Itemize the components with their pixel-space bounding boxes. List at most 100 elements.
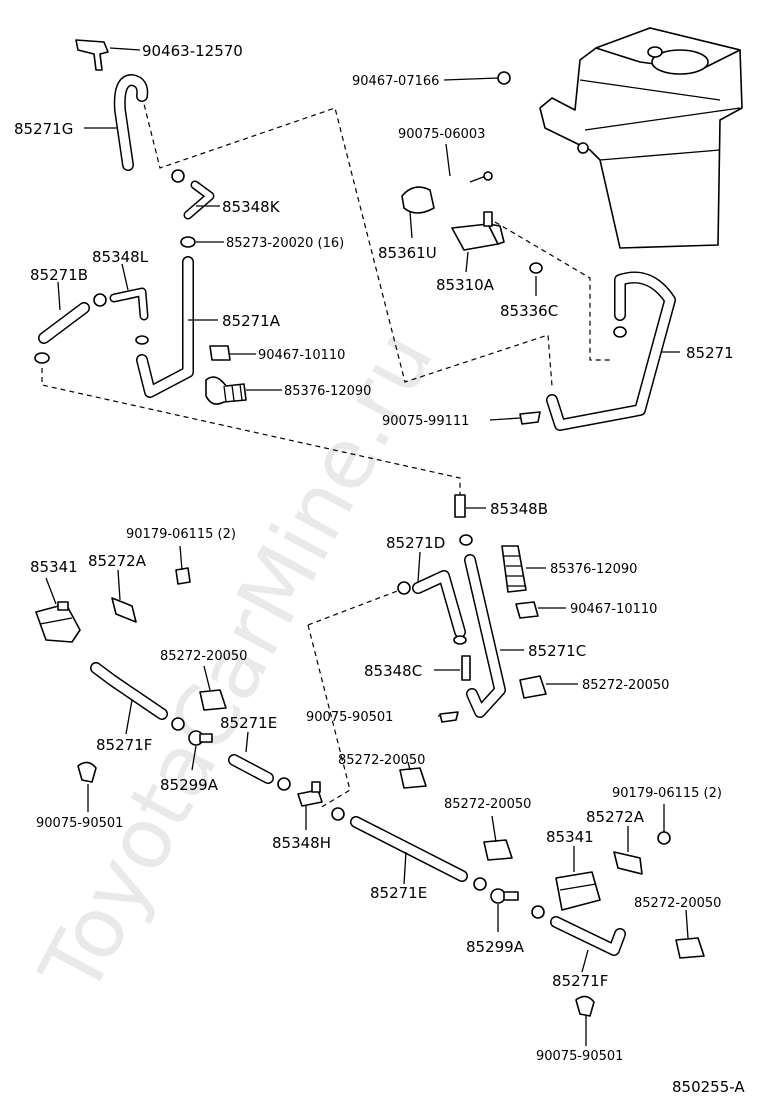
clamp-ring	[93, 293, 107, 307]
clip-85272-20050-c	[399, 767, 427, 789]
dashed-routing-lines	[41, 95, 612, 809]
clamp-ring	[331, 807, 345, 821]
label-85271e-lower: 85271E	[370, 884, 427, 902]
label-85271f-left: 85271F	[96, 736, 152, 754]
joint-85348c	[461, 655, 471, 681]
label-85271c: 85271C	[528, 642, 586, 660]
clip-85272-20050-b	[519, 675, 547, 699]
hose-85271e-upper	[228, 754, 274, 784]
hose-85271	[546, 271, 676, 431]
clip-85272a-left	[111, 597, 137, 623]
label-85271g: 85271G	[14, 120, 73, 138]
screw-90075-06003	[469, 171, 493, 183]
grommet	[34, 352, 50, 364]
label-85272a-right: 85272A	[586, 808, 645, 826]
clip-85272a-right	[613, 851, 643, 875]
label-85271d: 85271D	[386, 534, 445, 552]
clip-85272-20050-a	[199, 689, 227, 711]
label-85348b: 85348B	[490, 500, 548, 518]
spring-85376-top	[205, 376, 247, 405]
nozzle-85341-right	[555, 871, 601, 911]
label-85272a-left: 85272A	[88, 552, 147, 570]
label-90075-06003: 90075-06003	[398, 127, 485, 142]
label-85348c: 85348C	[364, 662, 422, 680]
clamp-ring	[171, 169, 185, 183]
clip-90179-left	[175, 567, 191, 585]
label-85272-20050-c: 85272-20050	[338, 753, 425, 768]
label-85272-20050-e: 85272-20050	[634, 896, 721, 911]
joint-85348k	[183, 180, 215, 220]
valve-85299a-right	[490, 888, 519, 904]
joint-85348b	[454, 494, 466, 518]
hose-85271d	[412, 570, 466, 638]
label-85341-left: 85341	[30, 558, 78, 576]
hose-85271g	[113, 74, 149, 171]
label-85272-20050-b: 85272-20050	[582, 678, 669, 693]
clip-90075-90501-mid	[439, 711, 459, 723]
hose-85271a	[136, 256, 194, 398]
clamp-ring	[277, 777, 291, 791]
clamp-ring	[397, 581, 411, 595]
label-90179-06115-left: 90179-06115 (2)	[126, 527, 236, 542]
grommet	[135, 335, 149, 345]
label-90463-12570: 90463-12570	[142, 42, 243, 60]
label-85348l: 85348L	[92, 248, 149, 266]
label-90075-99111: 90075-99111	[382, 414, 469, 429]
label-85376-12090-top: 85376-12090	[284, 384, 371, 399]
label-85348h: 85348H	[272, 834, 331, 852]
label-85271: 85271	[686, 344, 734, 362]
clamp-ring	[171, 717, 185, 731]
clamp-ring	[473, 877, 487, 891]
label-85361u: 85361U	[378, 244, 437, 262]
label-90179-06115-right: 90179-06115 (2)	[612, 786, 722, 801]
label-85271a: 85271A	[222, 312, 281, 330]
part-labels: 90463-12570 85271G 85348K 85273-20020 (1…	[14, 42, 734, 1064]
label-90075-90501-right: 90075-90501	[536, 1049, 623, 1064]
label-85271b: 85271B	[30, 266, 88, 284]
hose-85271c	[464, 554, 506, 718]
washer-tank	[539, 27, 743, 249]
grommet	[613, 326, 627, 338]
grommet-90467-07166	[497, 71, 511, 85]
bracket-90463	[75, 39, 109, 71]
grommet	[459, 534, 473, 546]
label-90075-90501-mid: 90075-90501	[306, 710, 393, 725]
clip-85272-20050-e	[675, 937, 705, 959]
label-85271e-upper: 85271E	[220, 714, 277, 732]
label-90467-07166: 90467-07166	[352, 74, 439, 89]
label-85299a-left: 85299A	[160, 776, 219, 794]
leader-lines	[45, 47, 689, 1046]
label-85273-20020: 85273-20020 (16)	[226, 236, 344, 251]
label-85271f-right: 85271F	[552, 972, 608, 990]
clip-90467-mid	[515, 601, 539, 619]
label-85341-right: 85341	[546, 828, 594, 846]
label-85299a-right: 85299A	[466, 938, 525, 956]
clamp-85361u	[401, 186, 435, 214]
grommet-85273	[180, 236, 196, 248]
hose-85271e-lower	[350, 816, 468, 882]
label-90467-10110-mid: 90467-10110	[570, 602, 657, 617]
label-90075-90501-left: 90075-90501	[36, 816, 123, 831]
hose-85271f-right	[550, 916, 626, 956]
joint-85348h	[297, 781, 323, 807]
valve-85299a-left	[188, 730, 213, 746]
diagram-id: 850255-A	[672, 1078, 745, 1096]
hose-85271b	[38, 302, 90, 344]
label-85376-12090-mid: 85376-12090	[550, 562, 637, 577]
label-90467-10110-top: 90467-10110	[258, 348, 345, 363]
clip-90179-right	[657, 831, 671, 845]
joint-85348l	[109, 287, 149, 321]
label-85272-20050-d: 85272-20050	[444, 797, 531, 812]
clip-90467-top	[209, 345, 231, 361]
label-85348k: 85348K	[222, 198, 281, 216]
label-85336c: 85336C	[500, 302, 558, 320]
nozzle-85341-left	[35, 601, 81, 643]
pump-85310a	[451, 211, 505, 251]
clamp-ring	[531, 905, 545, 919]
clip-90075-90501-right	[575, 995, 595, 1017]
spring-85376-mid	[501, 545, 527, 593]
clip-85272-20050-d	[483, 839, 513, 861]
clip-90075-99111	[519, 411, 541, 425]
clip-90075-90501-left	[77, 761, 97, 783]
